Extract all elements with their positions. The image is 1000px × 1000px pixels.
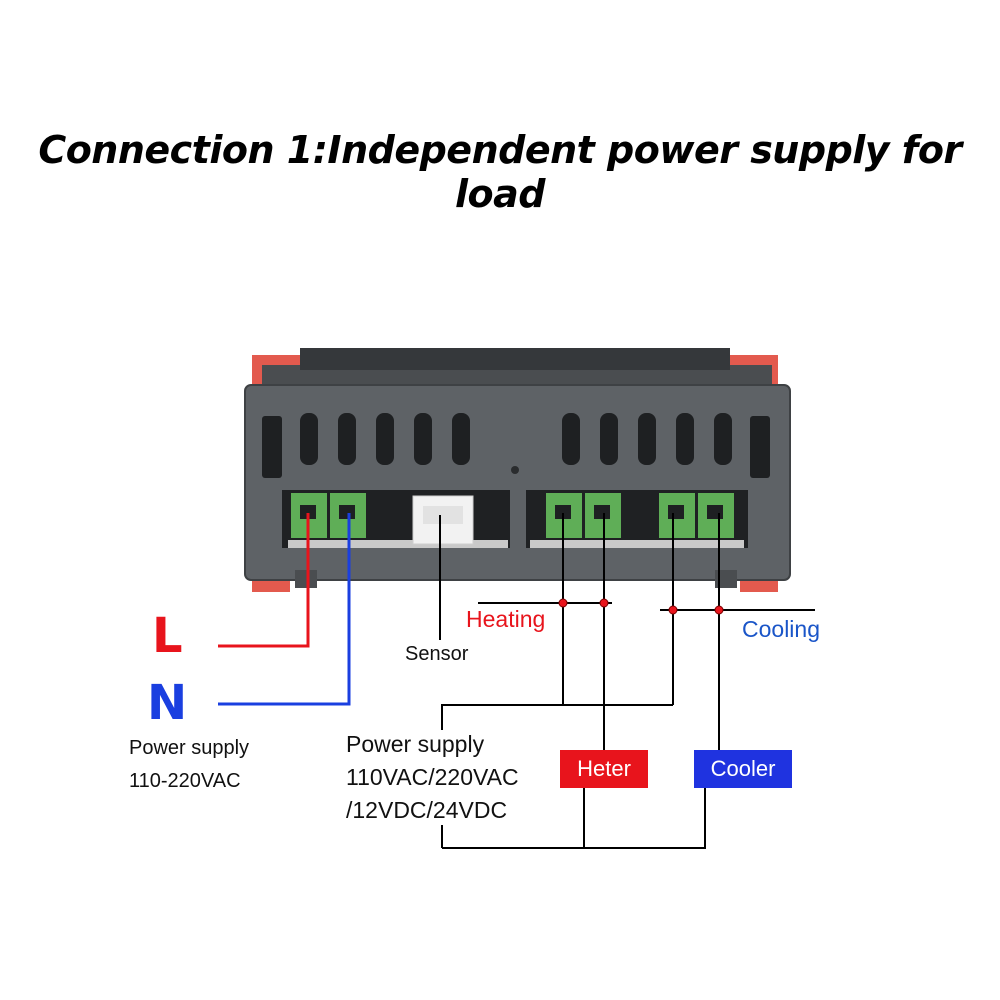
mains-supply-voltage: 110-220VAC	[129, 770, 241, 792]
load-supply-dc: /12VDC/24VDC	[346, 797, 508, 823]
heater-box: Heter	[560, 750, 648, 788]
page-title: Connection 1:Independent power supply fo…	[38, 128, 962, 216]
mains-supply-label: Power supply	[129, 737, 250, 759]
neutral-label: N	[147, 675, 188, 731]
cooler-box: Cooler	[694, 750, 792, 788]
cooling-label: Cooling	[742, 616, 820, 642]
heating-label: Heating	[466, 606, 546, 632]
neutral-wire	[218, 513, 351, 706]
live-label: L	[152, 608, 183, 664]
sensor-label: Sensor	[405, 643, 469, 665]
live-wire	[218, 513, 310, 648]
load-supply-ac: 110VAC/220VAC	[346, 764, 519, 790]
load-supply-label: Power supply	[346, 731, 485, 757]
controller-housing	[244, 348, 791, 592]
